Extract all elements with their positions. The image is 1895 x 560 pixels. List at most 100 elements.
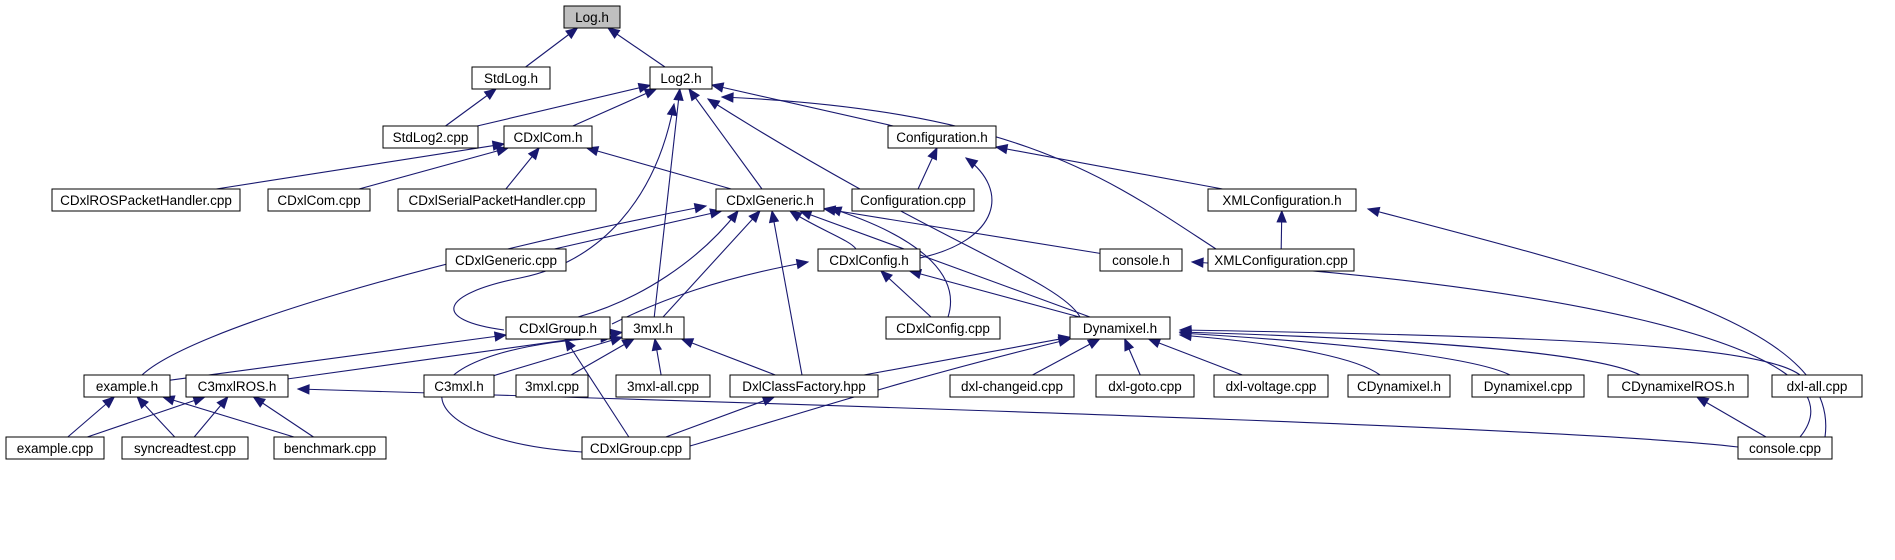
node-box[interactable] (563, 5, 621, 29)
node-xmlconfiguration-cpp[interactable]: XMLConfiguration.cpp (1207, 248, 1355, 272)
node-box[interactable] (851, 188, 975, 212)
node-box[interactable] (1213, 374, 1329, 398)
node-c3mxl-h[interactable]: C3mxl.h (423, 374, 495, 398)
edges-layer (67, 27, 1827, 453)
node-cdxlgeneric-h[interactable]: CDxlGeneric.h (715, 188, 825, 212)
node-cdxlgroup-h[interactable]: CDxlGroup.h (505, 316, 611, 340)
node-box[interactable] (397, 188, 597, 212)
node-threemxl-cpp[interactable]: 3mxl.cpp (515, 374, 589, 398)
node-box[interactable] (503, 125, 593, 149)
node-log-h[interactable]: Log.h (563, 5, 621, 29)
node-box[interactable] (185, 374, 289, 398)
node-threemxl-all-cpp[interactable]: 3mxl-all.cpp (615, 374, 711, 398)
node-label: example.cpp (17, 441, 94, 456)
arrowhead-threemxl_h-to-threemxl_cpp (621, 338, 635, 350)
node-cdynamixelros-h[interactable]: CDynamixelROS.h (1607, 374, 1749, 398)
node-box[interactable] (1471, 374, 1585, 398)
arrowhead-dynamixel_h-to-dxl_voltage_cpp (1147, 338, 1162, 349)
node-box[interactable] (615, 374, 711, 398)
node-box[interactable] (1207, 188, 1357, 212)
node-cdxlrospackethandler-cpp[interactable]: CDxlROSPacketHandler.cpp (51, 188, 241, 212)
edge-dxlclassfactory_hpp-to-cdxlgroup_cpp (665, 396, 775, 438)
node-threemxl-h[interactable]: 3mxl.h (621, 316, 685, 340)
node-cdxlcom-cpp[interactable]: CDxlCom.cpp (267, 188, 371, 212)
node-box[interactable] (887, 125, 997, 149)
node-cdxlconfig-cpp[interactable]: CDxlConfig.cpp (885, 316, 1001, 340)
node-box[interactable] (1207, 248, 1355, 272)
node-box[interactable] (471, 66, 551, 90)
node-dxl-goto-cpp[interactable]: dxl-goto.cpp (1095, 374, 1195, 398)
node-label: CDxlCom.h (513, 130, 582, 145)
node-configuration-cpp[interactable]: Configuration.cpp (851, 188, 975, 212)
node-dxlclassfactory-hpp[interactable]: DxlClassFactory.hpp (729, 374, 879, 398)
node-console-cpp[interactable]: console.cpp (1737, 436, 1833, 460)
node-stdlog2-cpp[interactable]: StdLog2.cpp (382, 125, 479, 149)
node-box[interactable] (885, 316, 1001, 340)
arrowhead-log2_h-to-cdxlcom_h (643, 88, 658, 99)
node-benchmark-cpp[interactable]: benchmark.cpp (273, 436, 387, 460)
node-box[interactable] (1347, 374, 1451, 398)
node-cdxlserialpackethandler-cpp[interactable]: CDxlSerialPacketHandler.cpp (397, 188, 597, 212)
node-box[interactable] (1607, 374, 1749, 398)
node-stdlog-h[interactable]: StdLog.h (471, 66, 551, 90)
node-cdynamixel-h[interactable]: CDynamixel.h (1347, 374, 1451, 398)
node-cdxlconfig-h[interactable]: CDxlConfig.h (817, 248, 921, 272)
node-label: dxl-all.cpp (1787, 379, 1848, 394)
edge-dynamixel_h-to-dxl_all_cpp (1179, 329, 1801, 376)
node-box[interactable] (515, 374, 589, 398)
node-label: StdLog.h (484, 71, 538, 86)
node-dxl-voltage-cpp[interactable]: dxl-voltage.cpp (1213, 374, 1329, 398)
node-dxl-changeid-cpp[interactable]: dxl-changeid.cpp (949, 374, 1075, 398)
edge-c3mxlros_h-to-example_cpp (87, 396, 205, 438)
node-syncreadtest-cpp[interactable]: syncreadtest.cpp (121, 436, 249, 460)
edge-threemxl_h-to-threemxl_cpp (570, 338, 635, 376)
node-box[interactable] (1069, 316, 1171, 340)
node-box[interactable] (949, 374, 1075, 398)
node-cdxlgroup-cpp[interactable]: CDxlGroup.cpp (581, 436, 691, 460)
node-box[interactable] (817, 248, 921, 272)
node-box[interactable] (423, 374, 495, 398)
arrowhead-c3mxlros_h-to-console_cpp (296, 384, 310, 395)
node-box[interactable] (382, 125, 479, 149)
node-box[interactable] (273, 436, 387, 460)
node-box[interactable] (621, 316, 685, 340)
arrowhead-c3mxlros_h-to-syncreadtest_cpp (216, 395, 229, 410)
arrowhead-cdxlgeneric_h-to-cdxlgroup_h (726, 209, 739, 224)
node-box[interactable] (1737, 436, 1833, 460)
arrowhead-log2_h-to-stdlog2_cpp (637, 82, 652, 94)
node-box[interactable] (121, 436, 249, 460)
node-box[interactable] (51, 188, 241, 212)
node-box[interactable] (267, 188, 371, 212)
node-example-h[interactable]: example.h (83, 374, 171, 398)
node-label: CDxlSerialPacketHandler.cpp (408, 193, 585, 208)
node-box[interactable] (1771, 374, 1863, 398)
node-configuration-h[interactable]: Configuration.h (887, 125, 997, 149)
node-label: 3mxl.cpp (525, 379, 579, 394)
node-box[interactable] (729, 374, 879, 398)
node-box[interactable] (83, 374, 171, 398)
node-label: console.h (1112, 253, 1170, 268)
arrowhead-log2_h-to-configuration_h (710, 82, 725, 93)
node-dynamixel-cpp[interactable]: Dynamixel.cpp (1471, 374, 1585, 398)
node-dynamixel-h[interactable]: Dynamixel.h (1069, 316, 1171, 340)
node-box[interactable] (1095, 374, 1195, 398)
node-dxl-all-cpp[interactable]: dxl-all.cpp (1771, 374, 1863, 398)
edge-threemxl_h-to-c3mxlros_h (287, 331, 623, 380)
node-cdxlcom-h[interactable]: CDxlCom.h (503, 125, 593, 149)
node-box[interactable] (649, 66, 713, 90)
node-c3mxlros-h[interactable]: C3mxlROS.h (185, 374, 289, 398)
node-box[interactable] (445, 248, 567, 272)
node-cdxlgeneric-cpp[interactable]: CDxlGeneric.cpp (445, 248, 567, 272)
node-label: 3mxl.h (633, 321, 673, 336)
node-box[interactable] (5, 436, 105, 460)
node-box[interactable] (505, 316, 611, 340)
node-box[interactable] (715, 188, 825, 212)
node-console-h[interactable]: console.h (1099, 248, 1183, 272)
node-box[interactable] (581, 436, 691, 460)
node-box[interactable] (1099, 248, 1183, 272)
node-log2-h[interactable]: Log2.h (649, 66, 713, 90)
node-label: CDxlCom.cpp (277, 193, 360, 208)
node-xmlconfiguration-h[interactable]: XMLConfiguration.h (1207, 188, 1357, 212)
node-label: Configuration.cpp (860, 193, 966, 208)
node-example-cpp[interactable]: example.cpp (5, 436, 105, 460)
